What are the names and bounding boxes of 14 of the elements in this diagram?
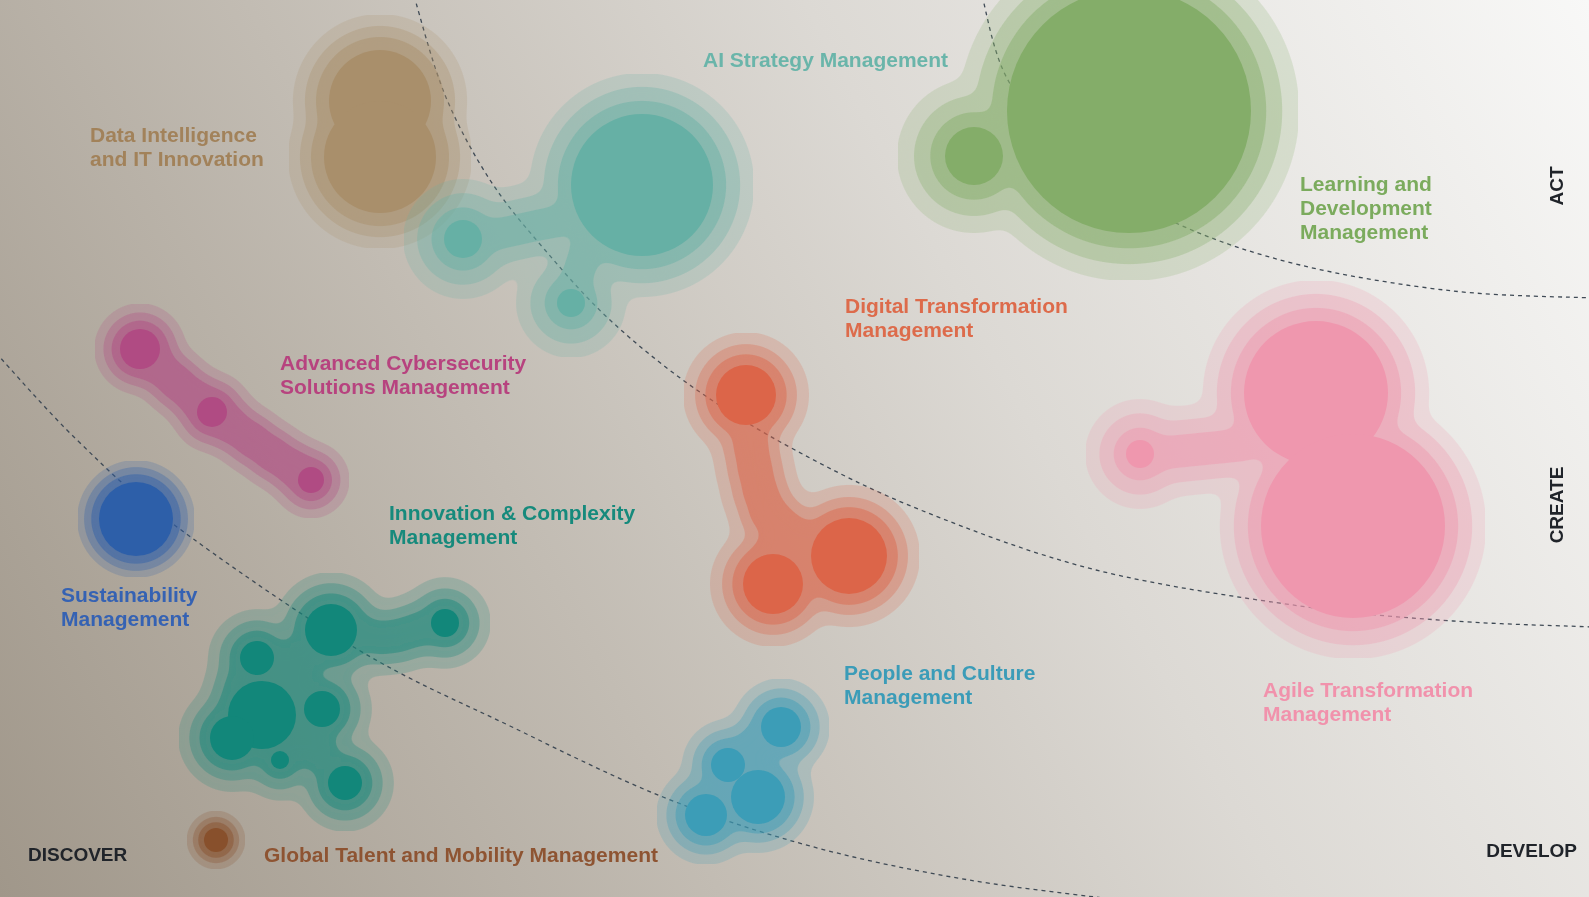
cluster-label: Learning and Development Management [1300,172,1433,244]
axis-label: ACT [1545,166,1568,206]
cluster-label: Data Intelligence and IT Innovation [90,123,265,171]
cluster-label: Innovation & Complexity Management [389,501,637,549]
cluster-label: Sustainability Management [61,583,199,631]
cluster-label: People and Culture Management [844,661,1037,709]
cluster-label: Digital Transformation Management [845,294,1069,342]
cluster-label: AI Strategy Management [703,48,949,72]
axis-label: DEVELOP [1486,839,1577,863]
cluster-label: Agile Transformation Management [1263,678,1475,726]
cluster-label: Global Talent and Mobility Management [264,843,658,867]
axis-label: CREATE [1545,466,1568,544]
axis-label: DISCOVER [28,843,128,867]
cluster-label: Advanced Cybersecurity Solutions Management [280,351,528,399]
